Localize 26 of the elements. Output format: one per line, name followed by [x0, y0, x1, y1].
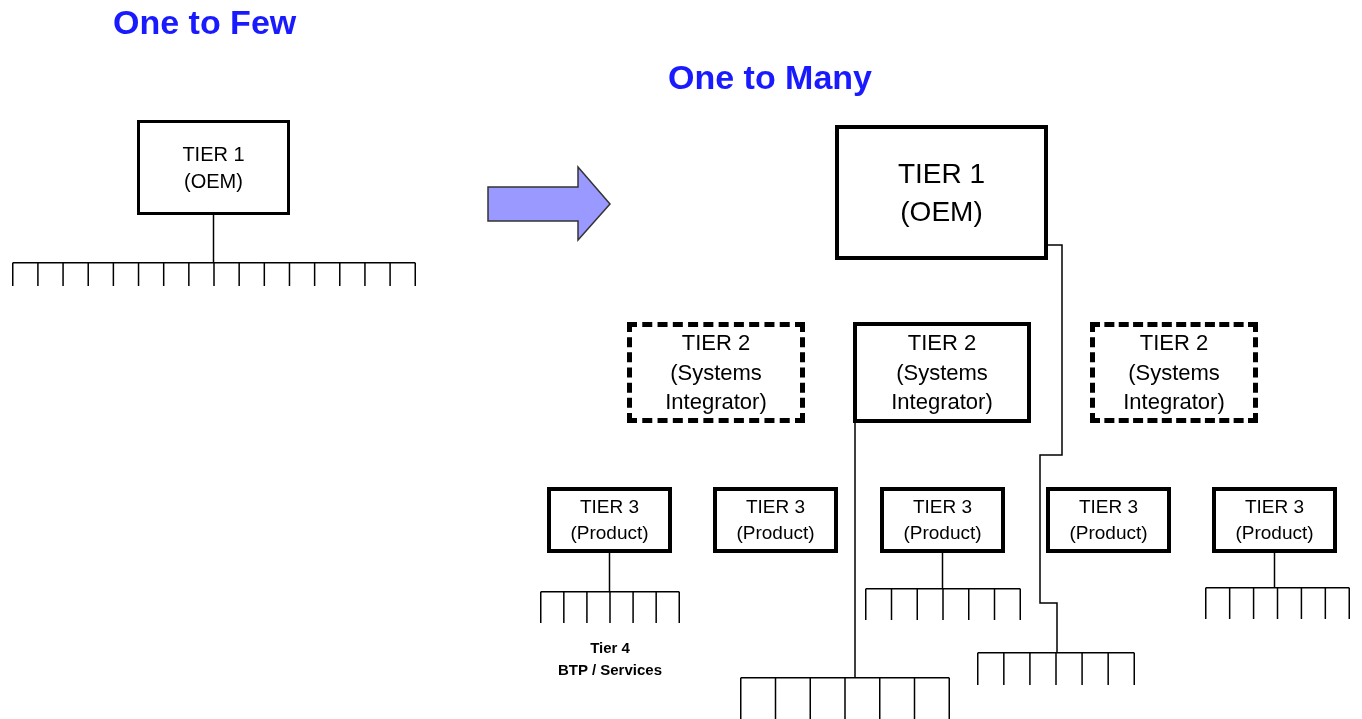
supplier-comb [740, 677, 950, 719]
supplier-comb [540, 591, 680, 623]
supplier-comb [977, 652, 1135, 685]
connector-line [608, 552, 611, 592]
tier-caption: BTP / Services [557, 660, 663, 680]
tier-box: TIER 3 (Product) [1046, 487, 1171, 553]
dashed-tier-box: TIER 2 (Systems Integrator) [627, 322, 805, 423]
tier-box: TIER 3 (Product) [880, 487, 1005, 553]
tier-box: TIER 3 (Product) [713, 487, 838, 553]
connector-line [1039, 244, 1063, 653]
supplier-comb [1205, 587, 1350, 619]
tier-box: TIER 1 (OEM) [137, 120, 290, 215]
connector-line [212, 214, 215, 263]
connector-line [1273, 552, 1276, 588]
tier-caption: Tier 4 [589, 638, 631, 658]
connector-line [854, 422, 856, 678]
supplier-comb [865, 588, 1021, 620]
tier-box: TIER 3 (Product) [1212, 487, 1337, 553]
tier-box: TIER 2 (Systems Integrator) [853, 322, 1031, 423]
tier-box: TIER 1 (OEM) [835, 125, 1048, 260]
connector-line [941, 552, 944, 589]
dashed-tier-box: TIER 2 (Systems Integrator) [1090, 322, 1258, 423]
section-heading: One to Many [668, 58, 873, 97]
section-heading: One to Few [113, 3, 297, 42]
tier-box: TIER 3 (Product) [547, 487, 672, 553]
supplier-comb [12, 262, 416, 286]
